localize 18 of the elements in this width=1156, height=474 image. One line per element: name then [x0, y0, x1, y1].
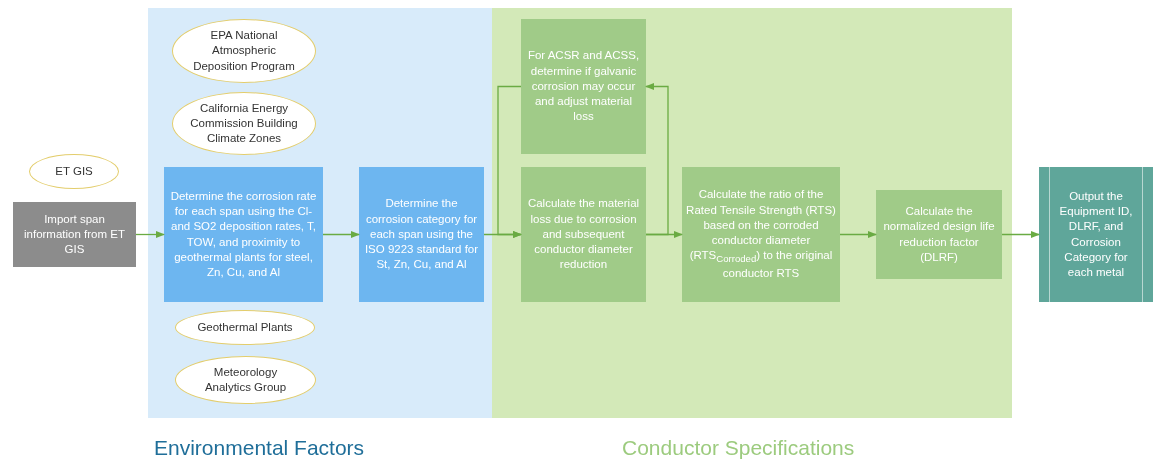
process-box: Calculate the ratio of the Rated Tensile Strength (RTS) based on the corroded conductor diameter (RTS$_{Corroded}$) to the original conductor RTS [682, 167, 840, 302]
arrow [645, 82, 669, 236]
panel-heading: Conductor Specifications [622, 436, 855, 460]
arrow [322, 230, 360, 239]
arrow [497, 85, 522, 239]
process-box: Determine the corrosion rate for each span using the Cl- and SO2 deposition rates, T, TOW, and proximity to geothermal plants for steel, Zn, Cu, and Al [164, 167, 323, 302]
source-oval: ET GIS [29, 154, 119, 189]
process-box: Determine the corrosion category for each span using the ISO 9223 standard for St, Zn, Cu, and Al [359, 167, 484, 302]
arrow [1001, 230, 1040, 239]
process-box: For ACSR and ACSS, determine if galvanic corrosion may occur and adjust material loss [521, 19, 646, 154]
panel-heading: Environmental Factors [154, 436, 365, 460]
arrow [135, 230, 165, 239]
process-box: Calculate the normalized design life reduction factor (DLRF) [876, 190, 1002, 279]
arrow [839, 230, 877, 239]
process-box: Calculate the material loss due to corrosion and subsequent conductor diameter reduction [521, 167, 646, 302]
output-box: Output the Equipment ID, DLRF, and Corrosion Category for each metal [1039, 167, 1153, 302]
arrow [645, 230, 683, 239]
process-box: Import span information from ET GIS [13, 202, 136, 267]
